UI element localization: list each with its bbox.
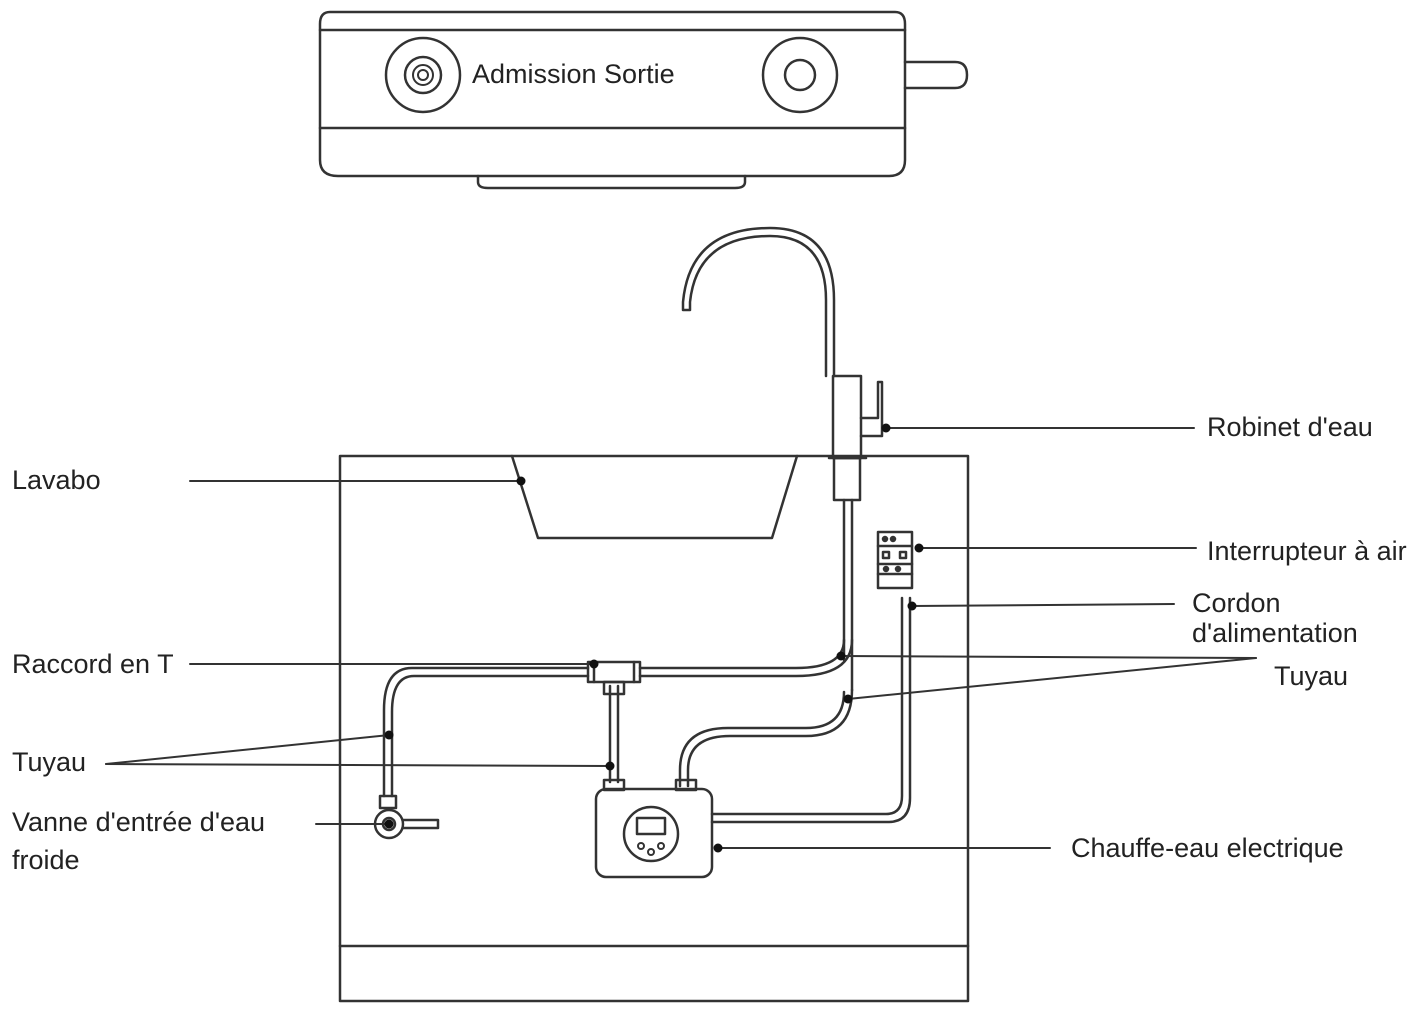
faucet-drawing [681, 226, 884, 692]
air-switch-drawing [876, 530, 914, 590]
inlet-outlet-label: Admission Sortie [472, 59, 675, 89]
basin-shape [510, 454, 799, 540]
heater-unit-front [594, 778, 714, 879]
label-robinet: Robinet d'eau [1207, 412, 1373, 442]
heater-unit-top-view [318, 10, 969, 190]
leader-lines [105, 427, 1257, 849]
pipes [382, 638, 854, 798]
sink-cabinet [338, 454, 970, 1003]
label-cordon-line2: d'alimentation [1192, 618, 1358, 648]
leader-dots [384, 423, 924, 853]
label-vanne-line1: Vanne d'entrée d'eau [12, 807, 266, 837]
label-tuyau-right: Tuyau [1274, 661, 1349, 691]
power-cord [710, 596, 912, 824]
label-vanne-line2: froide [12, 845, 80, 875]
label-tuyau-left: Tuyau [12, 747, 87, 777]
label-lavabo: Lavabo [12, 465, 101, 495]
label-raccord: Raccord en T [12, 649, 174, 679]
label-chauffe-eau: Chauffe-eau electrique [1071, 833, 1344, 863]
label-cordon-line1: Cordon [1192, 588, 1281, 618]
label-interrupteur: Interrupteur à air [1207, 536, 1407, 566]
cold-water-valve [373, 794, 440, 840]
